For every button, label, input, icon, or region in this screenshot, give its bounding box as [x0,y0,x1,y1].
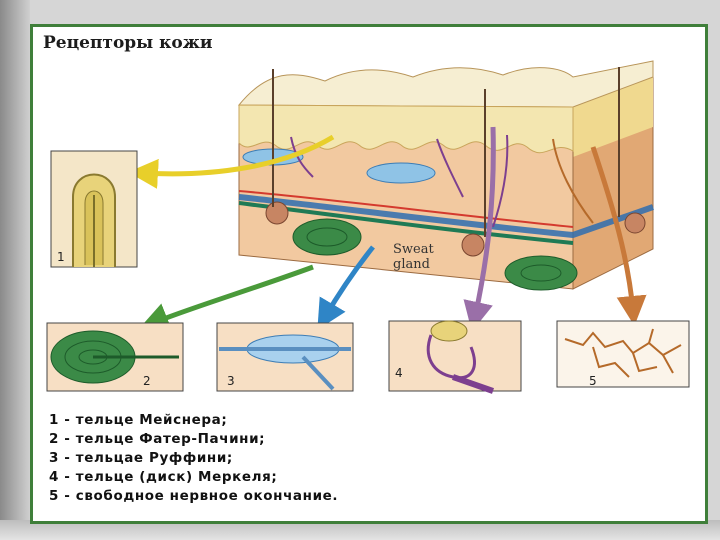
arrow-to-pacini [153,267,313,323]
legend-item-5: 5 - свободное нервное окончание. [49,487,338,506]
legend-item-3: 3 - тельцае Руффини; [49,449,338,468]
merkel-disk [431,321,467,341]
panel-number-1: 1 [57,250,65,264]
panel-number-4: 4 [395,366,403,380]
skin-receptors-diagram: Sweat gland 1 2 [33,27,705,407]
slide-shadow-left [0,0,30,540]
panel-number-5: 5 [589,374,597,388]
panel-pacini: 2 [47,323,183,391]
skin-block: Sweat gland [239,61,653,290]
sweat-gland-2 [462,234,484,256]
panel-merkel: 4 [389,321,521,391]
legend-item-1: 1 - тельце Мейснера; [49,411,338,430]
ruffini-in-block [367,163,435,183]
sweat-gland-label-2: gland [393,257,430,272]
panel-number-3: 3 [227,374,235,388]
epidermis-surface [239,61,653,107]
sweat-gland-1 [266,202,288,224]
panel-number-2: 2 [143,374,151,388]
pacini-in-block-2 [505,256,577,290]
slide-frame: Рецепторы кожи [30,24,708,524]
sweat-gland-label-1: Sweat [393,242,434,257]
legend-item-2: 2 - тельце Фатер-Пачини; [49,430,338,449]
panel-meissner: 1 [51,151,137,267]
sweat-gland-3 [625,213,645,233]
legend-item-4: 4 - тельце (диск) Меркеля; [49,468,338,487]
panel-free-ending: 5 [557,321,689,388]
pacini-in-block [293,219,361,255]
panel-ruffini: 3 [217,323,353,391]
legend-list: 1 - тельце Мейснера; 2 - тельце Фатер-Па… [49,411,338,506]
